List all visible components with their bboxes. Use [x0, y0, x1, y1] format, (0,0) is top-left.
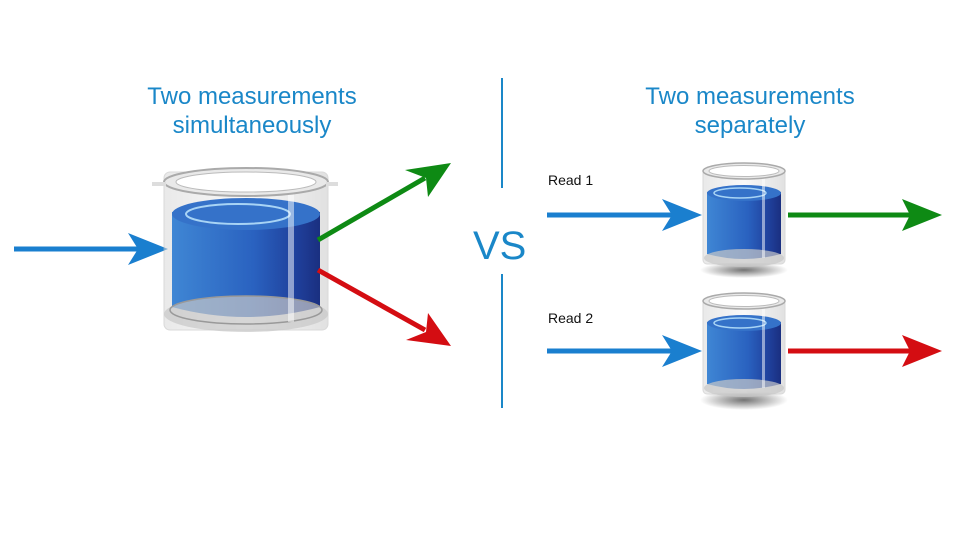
left-panel-title: Two measurements simultaneously — [102, 82, 402, 140]
read-1-label: Read 1 — [548, 172, 594, 188]
read-2-label: Read 2 — [548, 310, 594, 326]
left-title-line2: simultaneously — [172, 112, 332, 139]
beaker-read-2 — [700, 292, 788, 410]
right-title-line1: Two measurements — [645, 83, 855, 110]
output-arrow-read-1 — [788, 199, 942, 231]
right-title-line2: separately — [694, 112, 806, 139]
output-arrow-read-2 — [788, 335, 942, 367]
output-arrow-red — [316, 267, 451, 346]
beaker-read-1 — [700, 162, 788, 278]
output-arrow-green — [316, 163, 451, 243]
vs-label: VS — [473, 224, 527, 268]
input-arrow-read-1 — [547, 199, 702, 231]
left-title-line1: Two measurements — [147, 83, 357, 110]
input-arrow-read-2 — [547, 335, 702, 367]
input-arrow-left — [14, 233, 168, 265]
right-panel-title: Two measurements separately — [600, 82, 900, 140]
beaker-large — [152, 167, 338, 332]
